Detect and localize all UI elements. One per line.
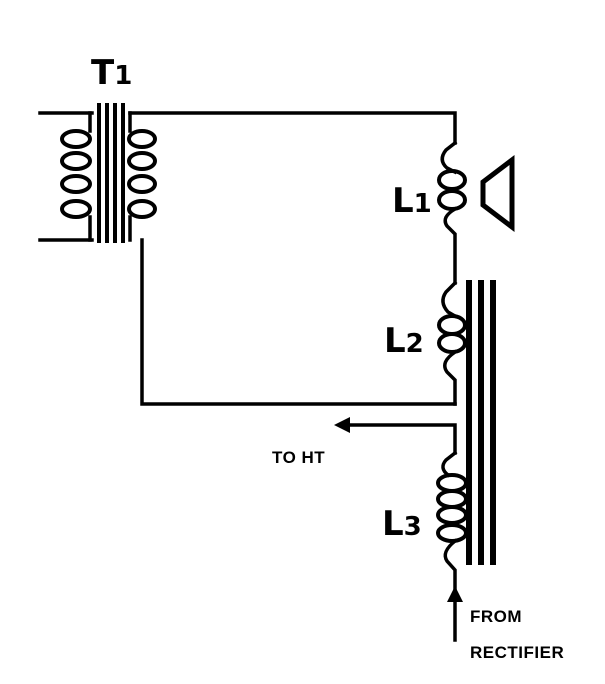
inductor-l1: L1 [392,140,467,285]
inductor-l3-label: L3 [382,504,422,544]
to-ht-arrow-icon [334,417,350,433]
from-rectifier-arrow-icon [447,586,463,602]
top-wire [128,111,457,145]
primary-winding [60,111,92,242]
transformer-t1: T1 [38,53,157,243]
to-ht-connection: TO HT [272,417,457,467]
inductor-l3: L3 [382,450,468,592]
transformer-core [97,103,125,243]
from-rectifier-label-line1: FROM [470,607,522,626]
inductor-l2-label: L2 [384,321,424,361]
left-return-wire [140,238,457,406]
to-ht-label: TO HT [272,448,325,467]
choke-core [466,280,496,565]
loudspeaker-icon [480,154,515,233]
secondary-winding [127,111,157,242]
from-rectifier-connection: FROM RECTIFIER [447,586,564,662]
from-rectifier-label-line2: RECTIFIER [470,643,564,662]
transformer-label: T1 [91,53,132,93]
inductor-l2: L2 [384,280,467,406]
inductor-l1-label: L1 [392,181,432,221]
